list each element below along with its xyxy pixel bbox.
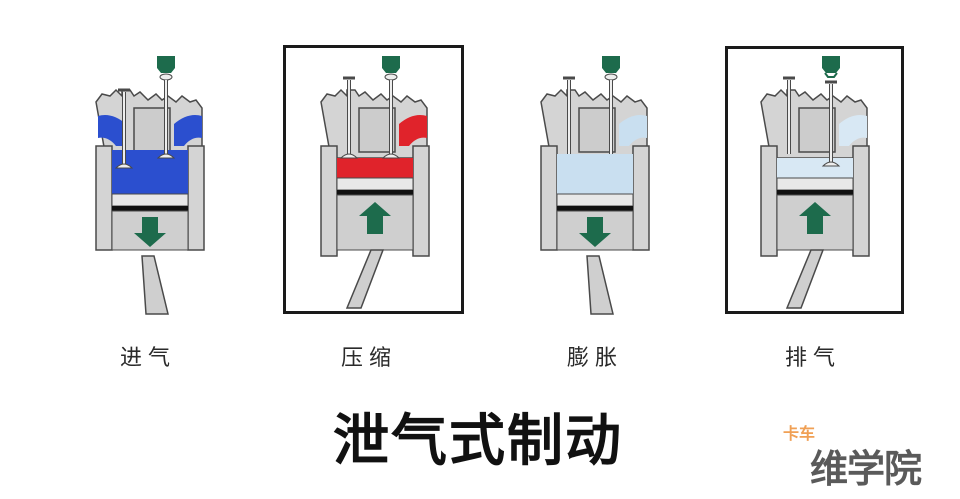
arrow-up-icon	[799, 202, 831, 234]
arrow-down-icon	[579, 217, 611, 247]
arrow-down-icon	[134, 217, 166, 247]
intake-valve	[563, 76, 575, 154]
watermark-small: 卡车	[783, 424, 816, 443]
exhaust-valve	[381, 80, 401, 159]
diagram-title: 泄气式制动	[333, 409, 623, 474]
injector-icon	[382, 56, 400, 81]
stage-label-exhaust: 排气	[785, 346, 842, 371]
exhaust-valve	[821, 80, 841, 167]
stage-expansion: 膨胀	[535, 50, 655, 371]
engine-cylinder-intake	[95, 56, 205, 315]
injector-icon	[822, 56, 840, 78]
intake-valve	[114, 88, 134, 169]
injector-icon	[157, 56, 175, 81]
exhaust-valve	[156, 80, 176, 159]
engine-cylinder-exhaust	[760, 56, 870, 309]
stage-label-expansion: 膨胀	[567, 346, 624, 371]
arrow-up-icon	[359, 202, 391, 234]
connecting-rod	[345, 249, 385, 309]
stage-label-intake: 进气	[120, 346, 177, 371]
stage-exhaust: 排气	[755, 50, 875, 371]
engine-cylinder-compression	[320, 56, 430, 309]
connecting-rod	[785, 249, 825, 309]
connecting-rod	[141, 255, 169, 315]
injector-icon	[602, 56, 620, 81]
stage-intake: 进气	[90, 50, 210, 371]
watermark-logo: 维学院	[810, 447, 922, 491]
connecting-rod	[586, 255, 614, 315]
stage-compression: 压缩	[315, 50, 435, 371]
intake-valve	[339, 76, 359, 159]
engine-cylinder-expansion	[540, 56, 650, 315]
stage-label-compression: 压缩	[341, 346, 398, 371]
intake-valve	[783, 76, 795, 154]
